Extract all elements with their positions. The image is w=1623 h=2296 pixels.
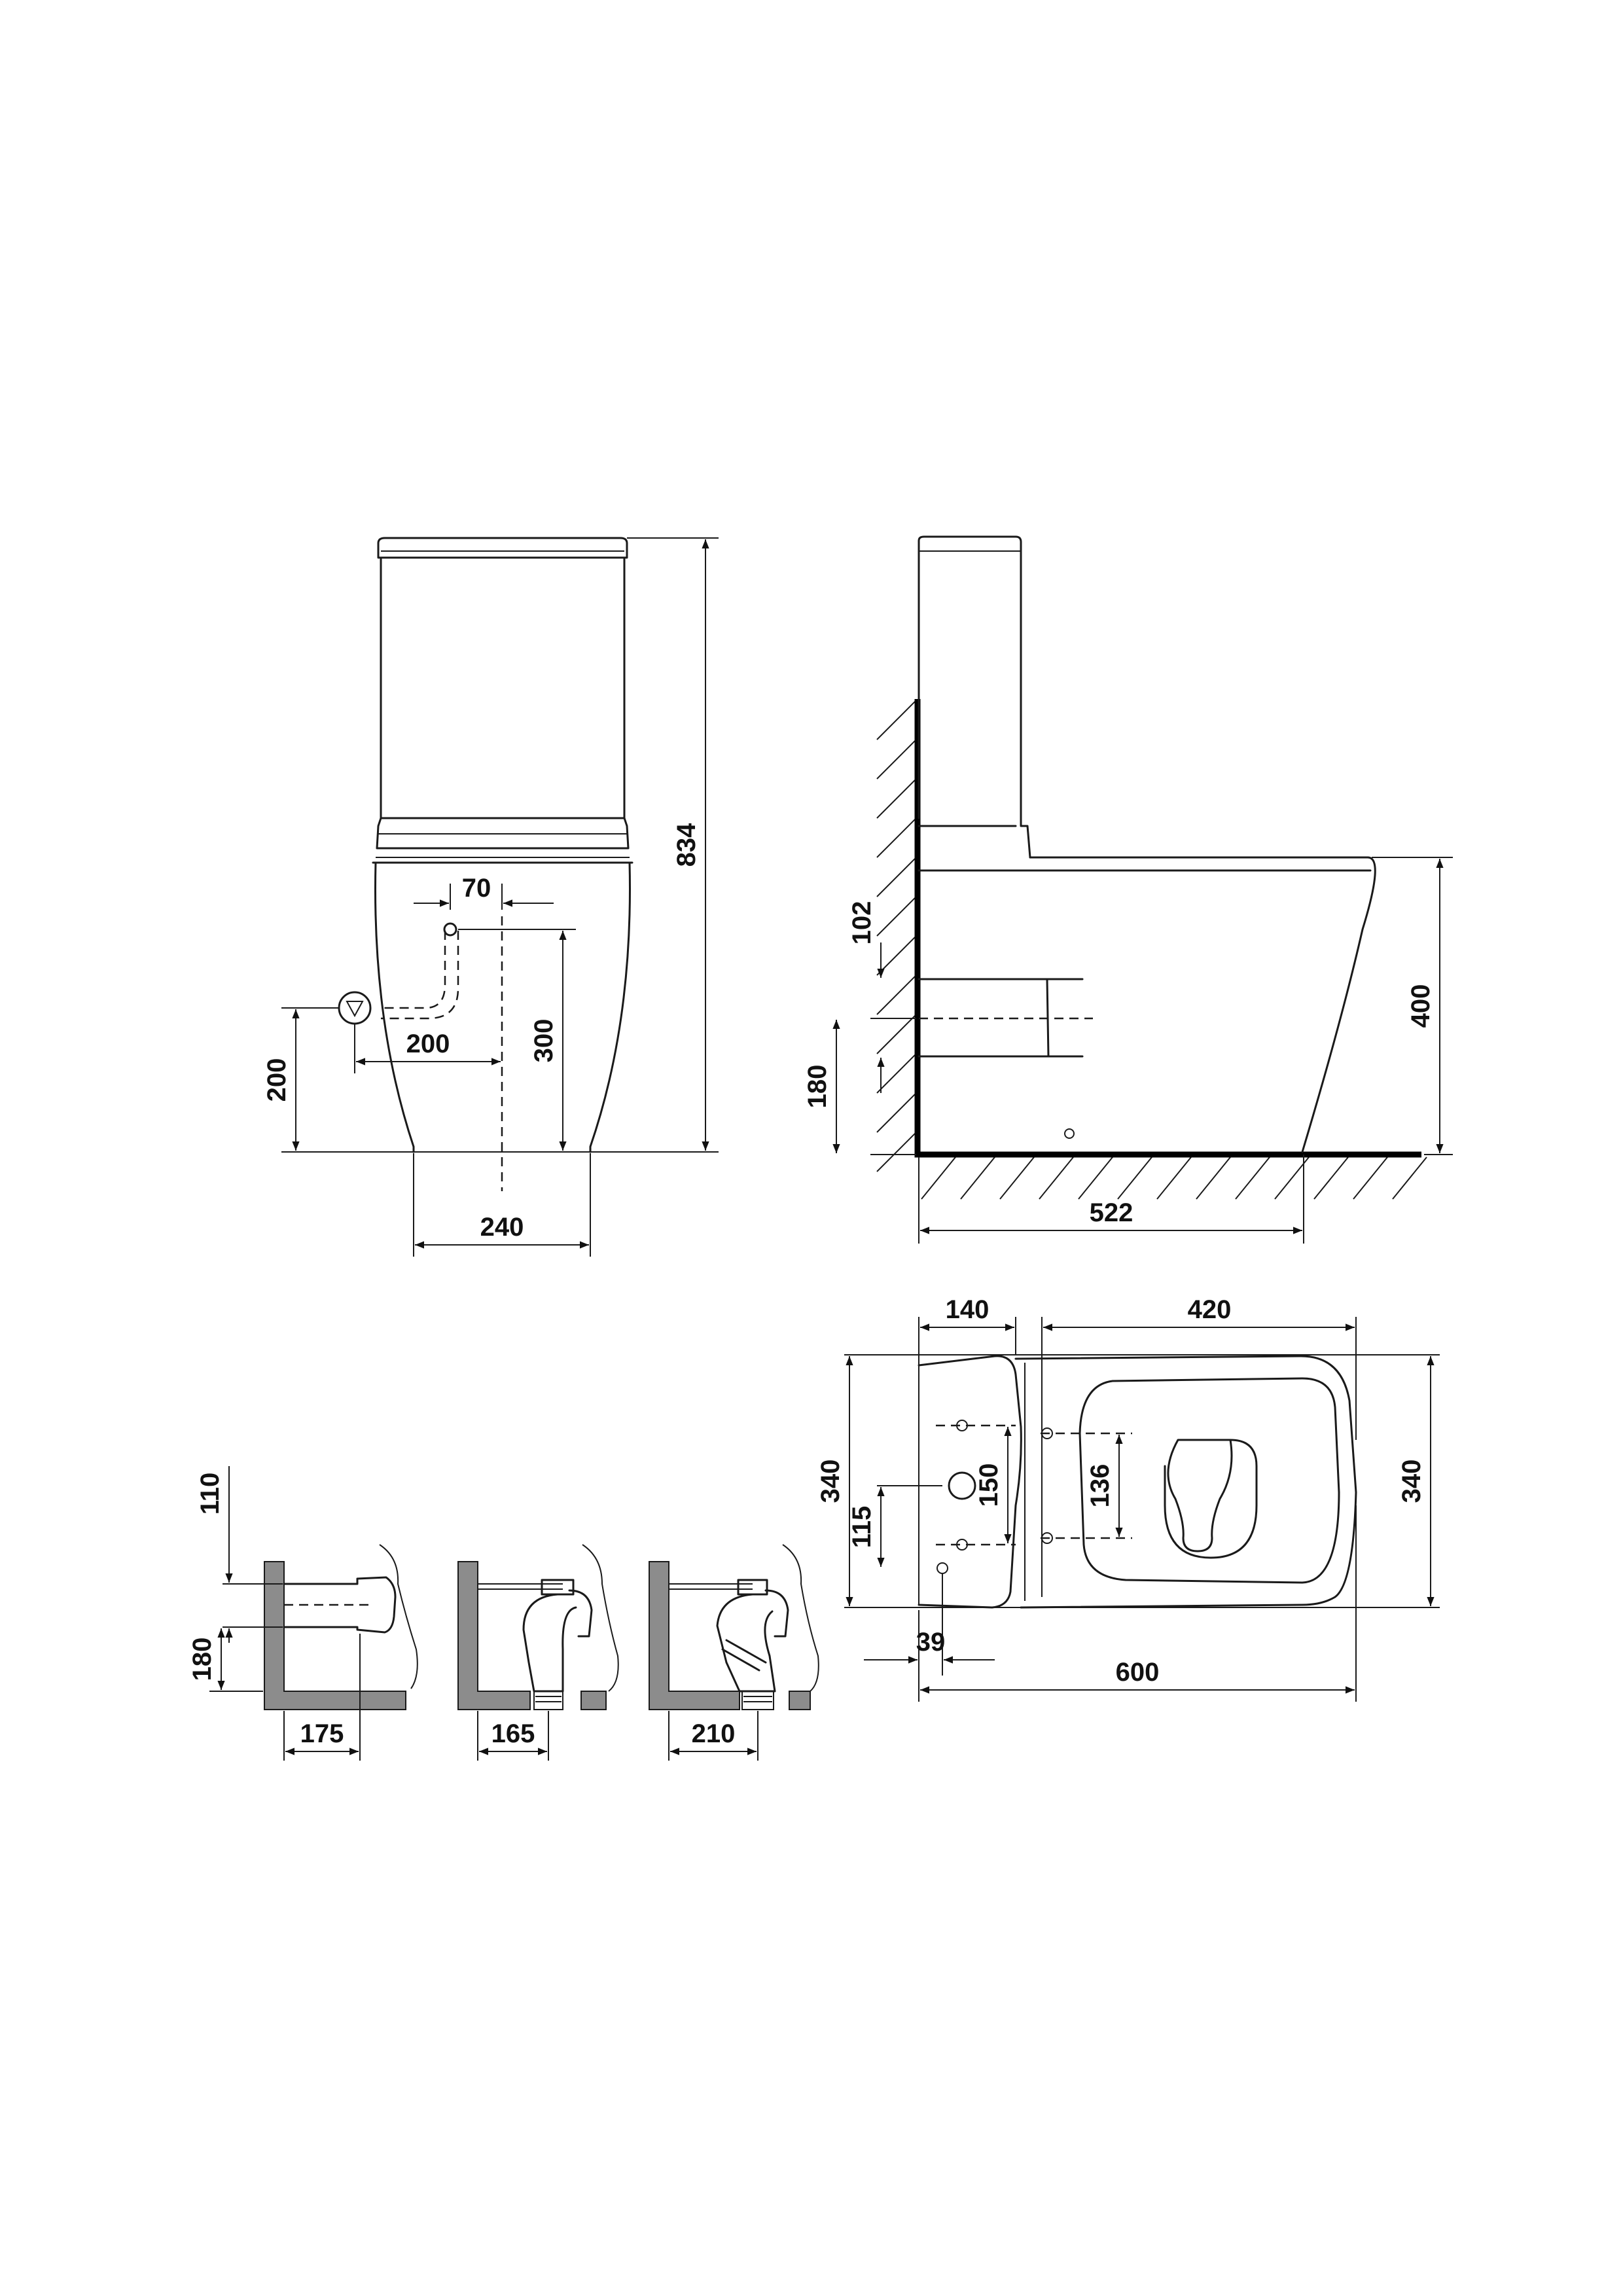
dim-wall-distance-175: 175 [300,1719,344,1748]
front-view: 834 70 200 200 300 240 [262,537,719,1257]
floor-hatch [921,1157,1427,1200]
cistern-tank [380,556,626,819]
install-wall-outlet: 110 180 175 [188,1466,418,1761]
dim-inlet-horizontal: 200 [406,1030,450,1058]
dim-bowl-length: 420 [1188,1295,1232,1324]
inlet-pipe-hidden [381,931,446,1009]
dim-seat-hole-spacing: 136 [1086,1464,1115,1508]
dim-hole-offset: 115 [847,1506,876,1549]
toilet-bowl-top [1014,1355,1357,1609]
dim-hole-spacing-tank: 150 [974,1463,1003,1507]
dim-floor-outlet-165: 165 [491,1719,535,1748]
cistern-top [918,1355,1022,1609]
dim-overall-height: 834 [672,823,701,867]
dim-edge-offset: 39 [916,1628,946,1657]
dim-width-right: 340 [1397,1460,1426,1503]
dim-width-left: 340 [816,1460,845,1503]
inner-bowl [1164,1439,1258,1559]
top-view: 140 420 340 340 150 115 136 39 600 [816,1295,1440,1702]
tank-lid [377,537,628,559]
dim-pipe-offset: 70 [462,874,491,903]
seat-opening [1079,1377,1340,1584]
installation-views: 110 180 175 165 [188,1466,819,1761]
water-inlet-valve [338,991,372,1025]
dim-tank-depth: 140 [946,1295,990,1324]
dim-wall-outlet-upper: 102 [847,901,876,945]
wall-hatch [876,701,916,1172]
dim-floor-outlet-210: 210 [692,1719,736,1748]
side-view: 102 180 400 522 [803,535,1453,1244]
tank-base-band [376,817,630,850]
install-floor-outlet-165: 165 [457,1544,619,1761]
toilet-bowl-front [374,861,631,1153]
dim-wall-outlet-110: 110 [196,1473,224,1515]
dim-base-width: 240 [480,1213,524,1242]
cistern-side [918,535,1031,859]
install-floor-outlet-210: 210 [649,1544,819,1761]
flush-button-hole [948,1471,976,1500]
toilet-bowl-side [918,825,1376,1153]
dim-inlet-height: 200 [262,1058,291,1102]
inlet-hole [443,922,457,937]
wall-floor-line [914,699,1421,1158]
dim-rim-height: 400 [1406,984,1435,1028]
dim-outlet-height: 300 [529,1019,558,1063]
dim-depth-from-wall: 522 [1090,1198,1133,1227]
dim-wall-outlet-lower: 180 [803,1065,832,1109]
dim-wall-outlet-180: 180 [188,1638,217,1681]
dim-overall-length: 600 [1116,1658,1160,1687]
